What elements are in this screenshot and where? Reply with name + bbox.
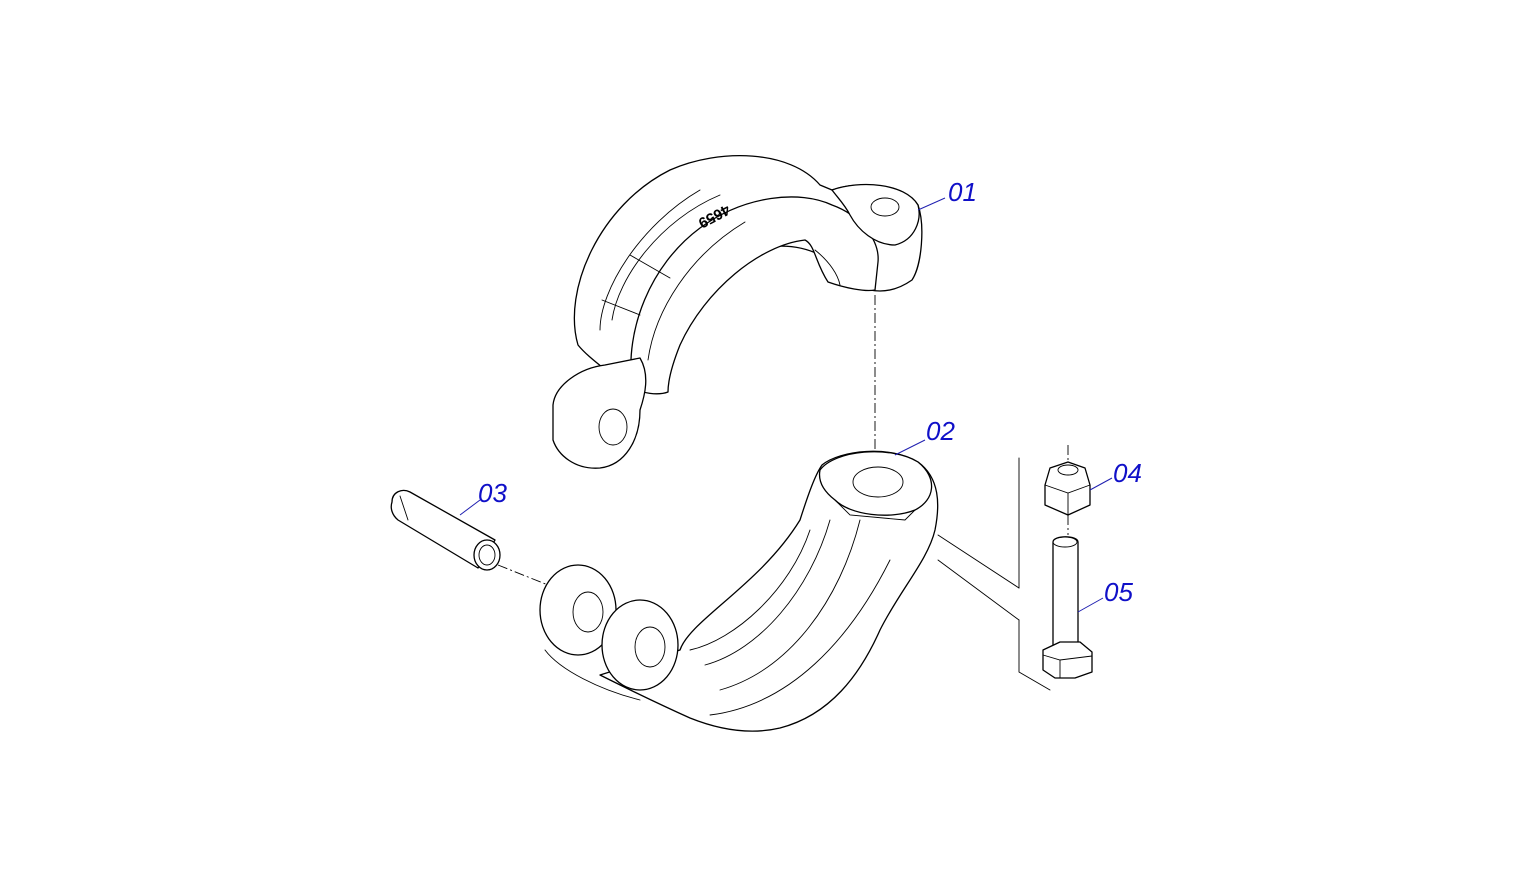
- callout-02-label[interactable]: 02: [926, 416, 955, 446]
- part-05-hex-bolt[interactable]: [1042, 536, 1093, 679]
- callout-04-label[interactable]: 04: [1113, 458, 1142, 488]
- part-01-upper-clamp-half[interactable]: 4659: [552, 154, 923, 469]
- part-03-hinge-pin[interactable]: [390, 489, 501, 571]
- assembly-lines: [497, 295, 1069, 691]
- callout-leaders: [459, 197, 1113, 613]
- callout-01-label[interactable]: 01: [948, 177, 977, 207]
- callout-05-label[interactable]: 05: [1104, 577, 1133, 607]
- callout-03-label[interactable]: 03: [478, 478, 507, 508]
- part-02-lower-clamp-half[interactable]: [539, 450, 939, 732]
- part-04-lock-nut[interactable]: [1044, 461, 1091, 516]
